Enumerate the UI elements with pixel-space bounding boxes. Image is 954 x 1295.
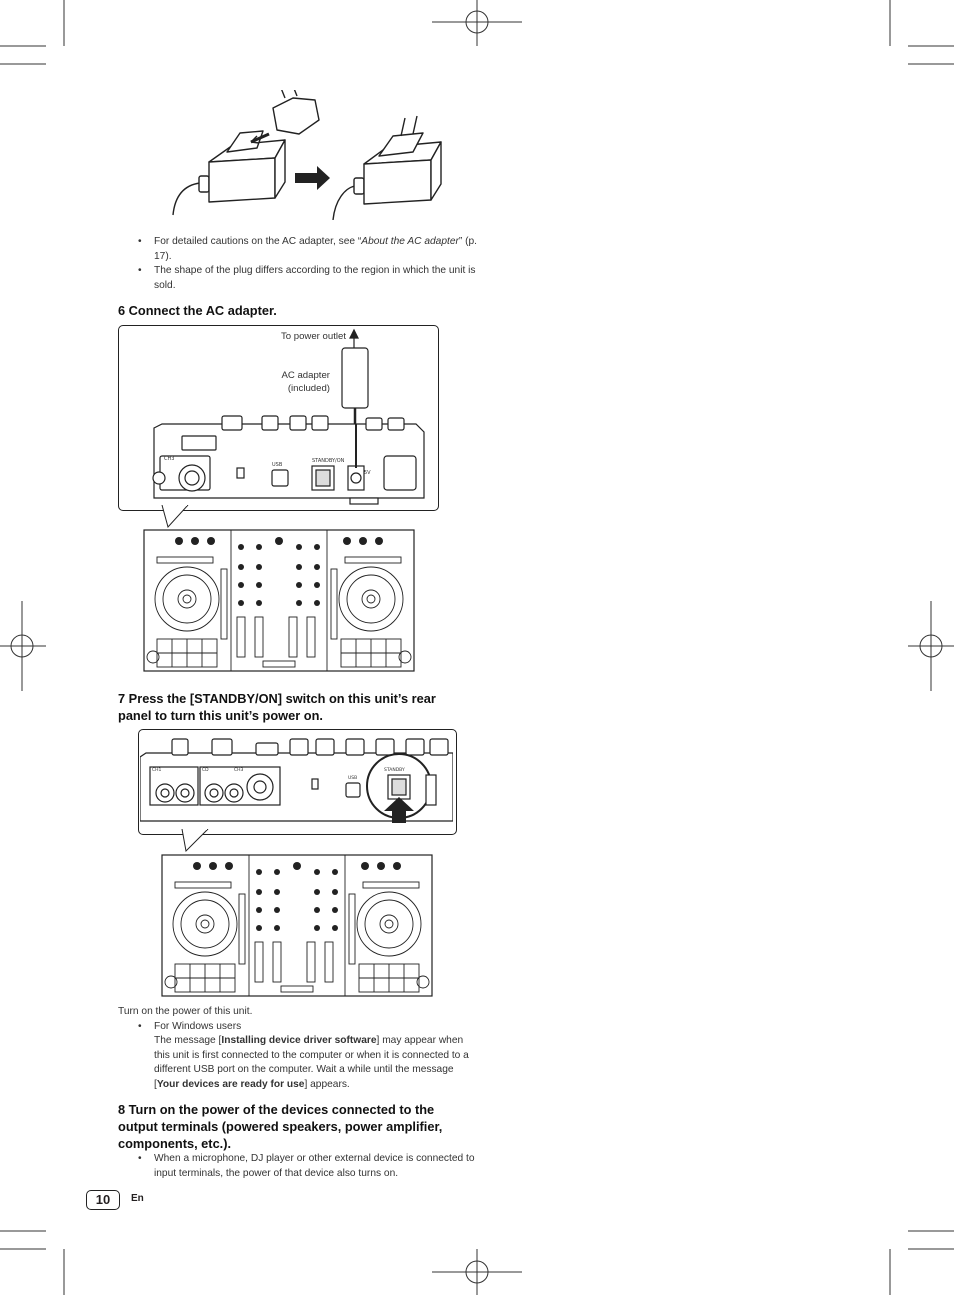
- svg-text:USB: USB: [348, 775, 357, 781]
- language-code: En: [131, 1193, 144, 1204]
- svg-text:CH3: CH3: [234, 767, 244, 773]
- svg-text:STANDBY: STANDBY: [384, 767, 405, 773]
- power-on-section: Turn on the power of this unit. • For Wi…: [118, 1005, 478, 1093]
- step-8-heading: 8 Turn on the power of the devices conne…: [118, 1102, 443, 1151]
- note-link-text: About the AC adapter: [361, 236, 459, 247]
- step-8-notes: When a microphone, DJ player or other ex…: [136, 1152, 476, 1181]
- note-text: The shape of the plug differs according …: [154, 265, 476, 291]
- callout-pointer: [161, 505, 189, 529]
- page-number: 10: [86, 1190, 120, 1210]
- driver-message: The message [Installing device driver so…: [154, 1035, 469, 1090]
- step-6-heading: 6 Connect the AC adapter.: [118, 303, 277, 318]
- svg-text:STANDBY/ON: STANDBY/ON: [312, 458, 345, 464]
- note-item: For detailed cautions on the AC adapter,…: [136, 235, 481, 264]
- step-7-heading: 7 Press the [STANDBY/ON] switch on this …: [118, 691, 436, 723]
- svg-text:CD: CD: [202, 767, 209, 773]
- svg-text:CH1: CH1: [152, 767, 162, 773]
- note-item: When a microphone, DJ player or other ex…: [136, 1152, 476, 1181]
- power-on-intro: Turn on the power of this unit.: [118, 1006, 253, 1017]
- note-text: ” (p. 17).: [154, 236, 478, 262]
- callout-pointer: [181, 829, 209, 853]
- svg-text:CH3: CH3: [164, 456, 174, 462]
- svg-text:USB: USB: [272, 462, 283, 468]
- label-ac-adapter: AC adapter (included): [281, 370, 330, 394]
- svg-text:5V: 5V: [364, 470, 371, 476]
- controller-top-view-1: [143, 529, 415, 672]
- plug-attach-illustration: [172, 90, 442, 220]
- note-text: For detailed cautions on the AC adapter,…: [154, 236, 362, 247]
- note-item: The shape of the plug differs according …: [136, 264, 481, 293]
- windows-users-item: • For Windows users The message [Install…: [118, 1020, 478, 1093]
- label-power-outlet: To power outlet: [280, 331, 346, 342]
- adapter-notes: For detailed cautions on the AC adapter,…: [136, 235, 481, 293]
- controller-top-view-2: [161, 854, 433, 997]
